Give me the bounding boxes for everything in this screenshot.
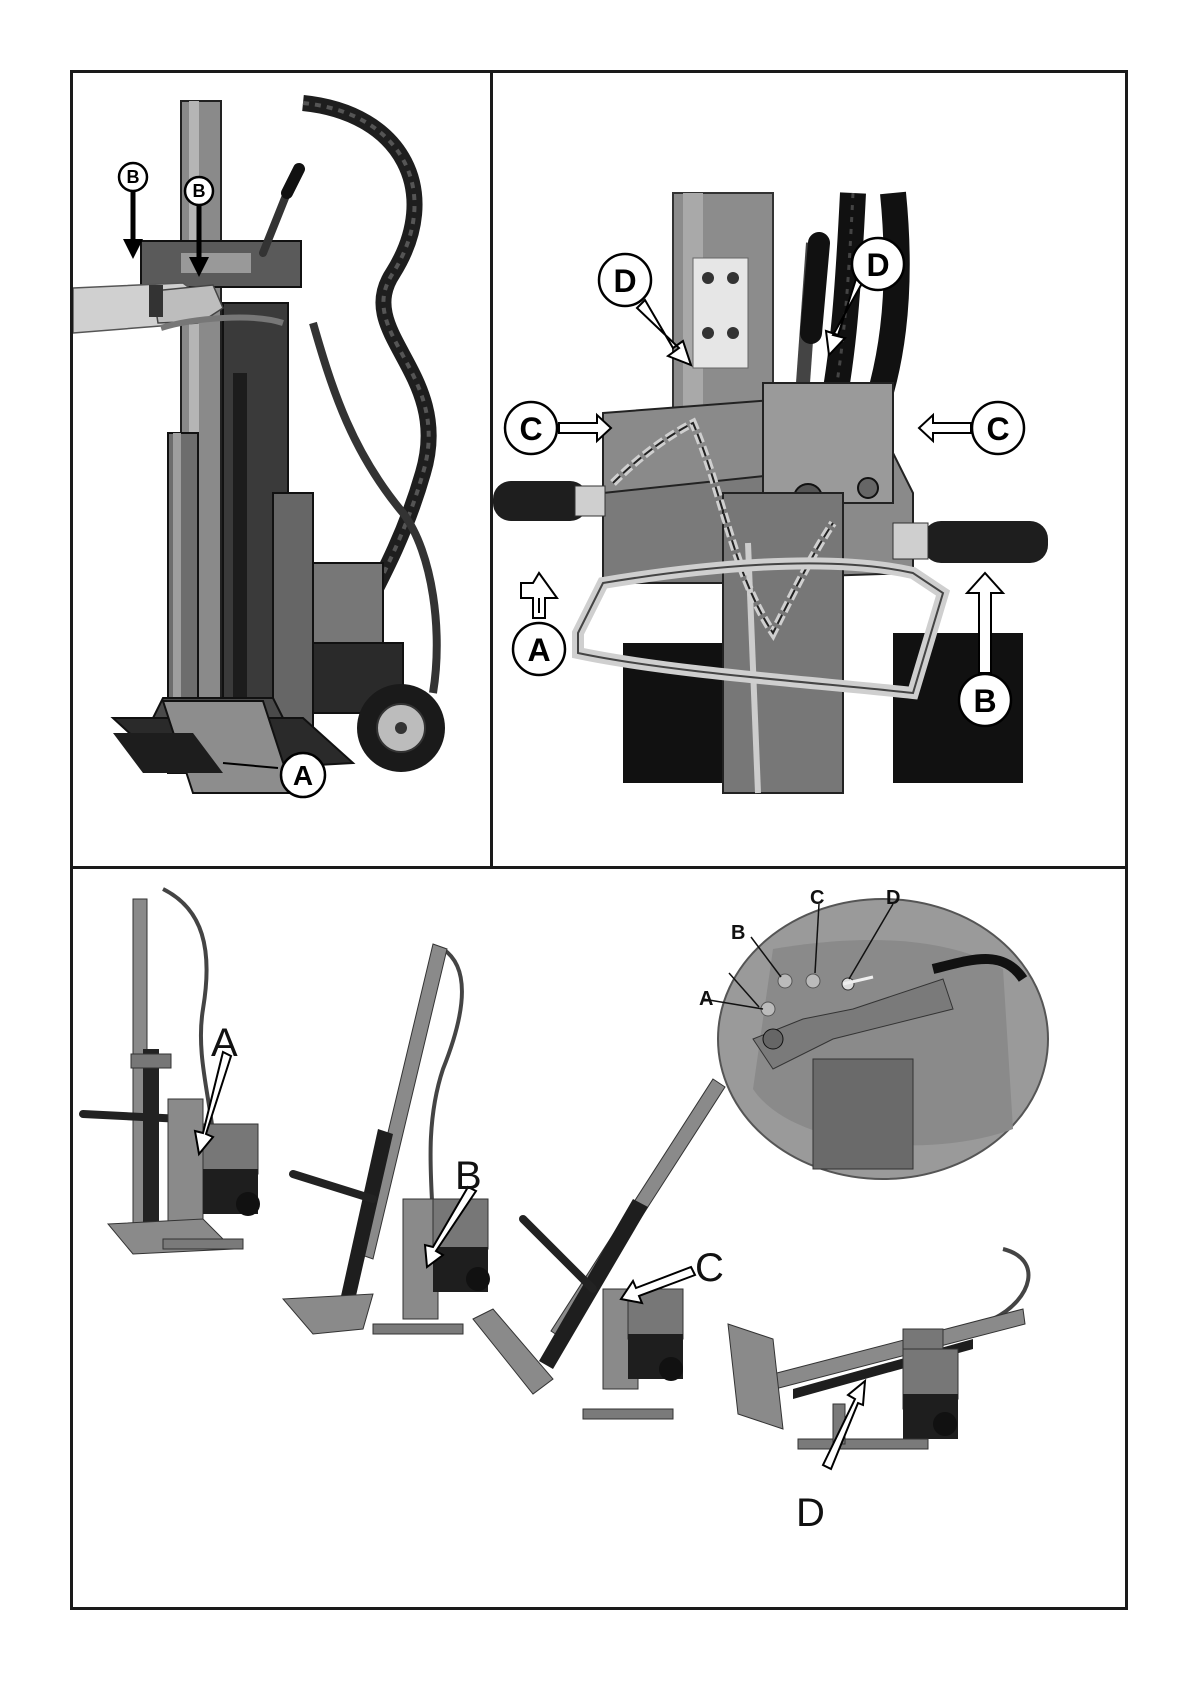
panel-top-left: B B A bbox=[73, 73, 490, 866]
splitter-position-c bbox=[473, 1079, 725, 1419]
panel-bottom: A B C D A B C D bbox=[73, 869, 1125, 1607]
beam-tilt-mechanism-closeup bbox=[493, 73, 1125, 866]
splitter-position-b bbox=[283, 944, 490, 1334]
log-splitter-upright-illustration bbox=[73, 73, 490, 866]
tilt-positions-illustration bbox=[73, 869, 1125, 1607]
splitter-position-a bbox=[83, 889, 260, 1254]
panel-top-right: D D C C A B bbox=[493, 73, 1125, 866]
splitter-position-d bbox=[728, 1249, 1028, 1449]
inset-detail bbox=[703, 899, 1048, 1179]
